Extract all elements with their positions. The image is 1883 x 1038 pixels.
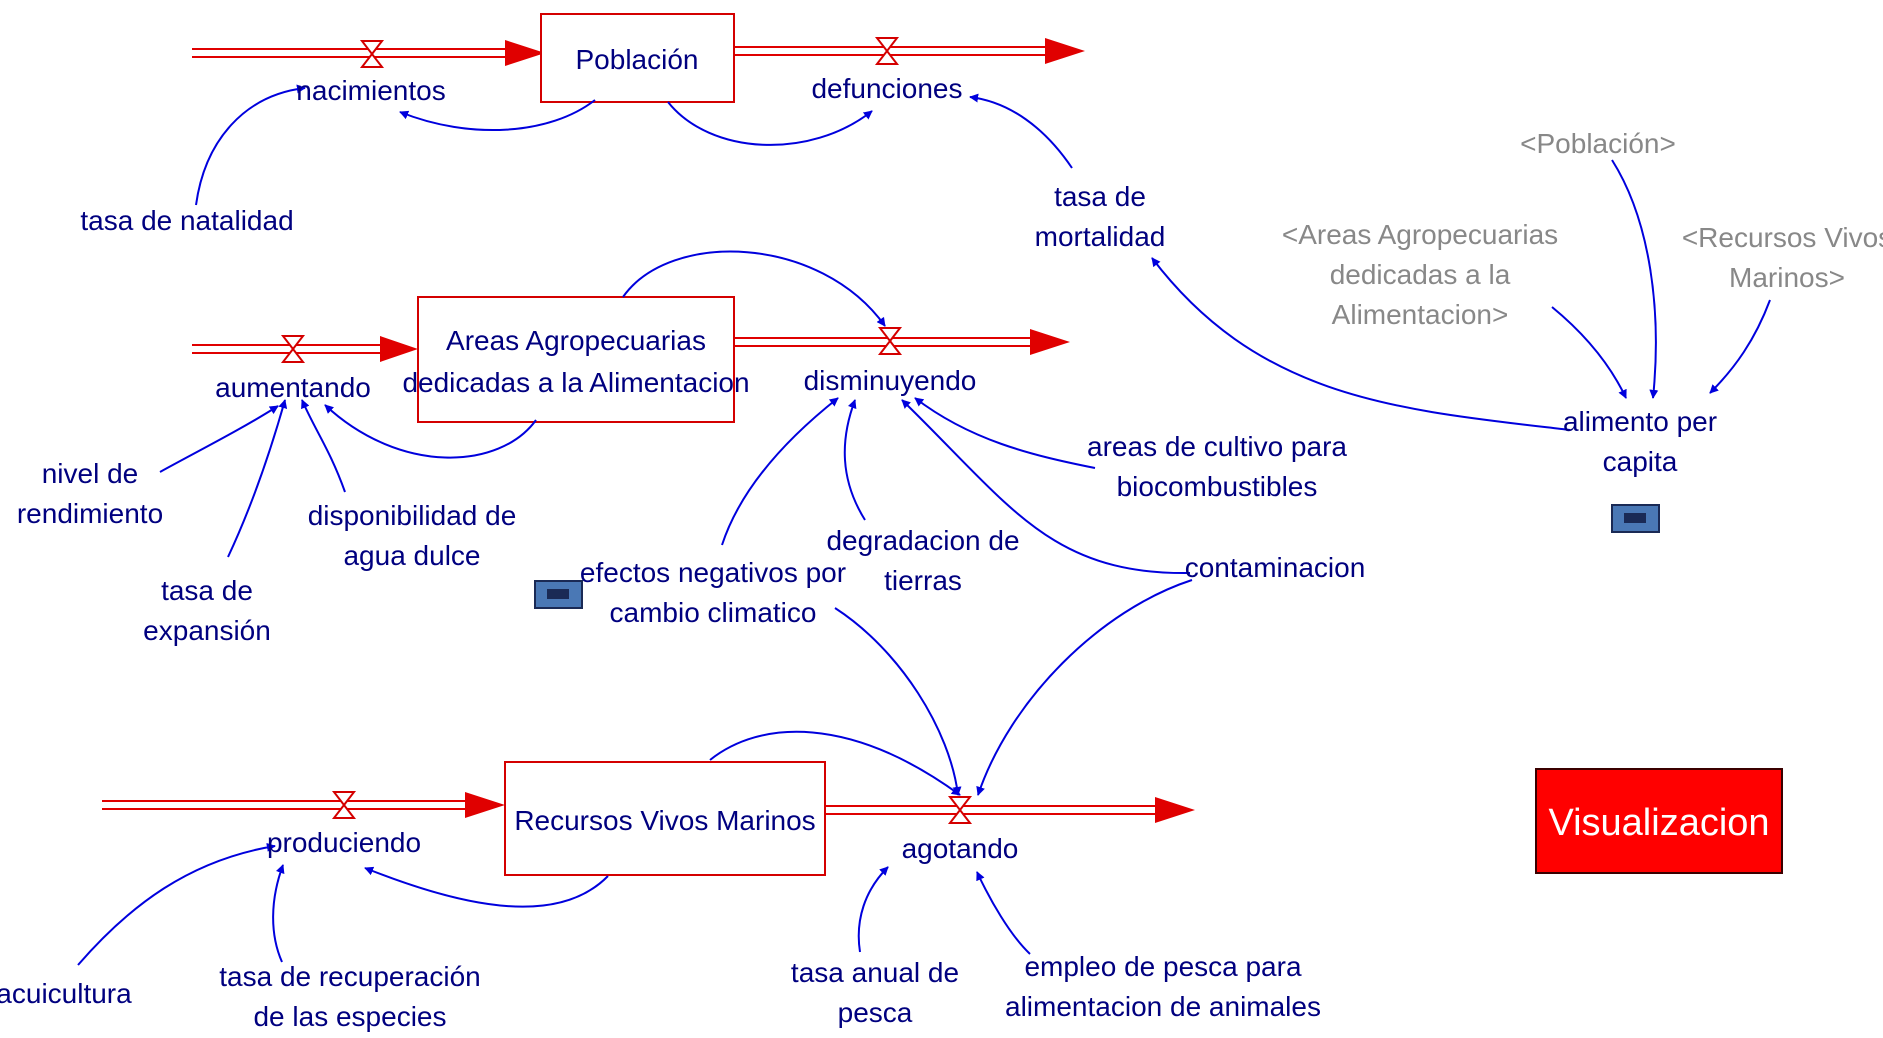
svg-text:empleo de pesca para: empleo de pesca para	[1024, 951, 1302, 982]
var-tasa-natalidad[interactable]: tasa de natalidad	[80, 205, 293, 236]
shadow-var-poblacion[interactable]: <Población>	[1520, 128, 1676, 159]
svg-text:rendimiento: rendimiento	[17, 498, 163, 529]
svg-text:tierras: tierras	[884, 565, 962, 596]
flow-label-nacimientos[interactable]: nacimientos	[296, 75, 445, 106]
svg-text:degradacion de: degradacion de	[826, 525, 1019, 556]
svg-text:tasa de recuperación: tasa de recuperación	[219, 961, 481, 992]
svg-text:mortalidad: mortalidad	[1035, 221, 1166, 252]
svg-text:tasa de: tasa de	[161, 575, 253, 606]
var-tasa-anual-pesca[interactable]: tasa anual de pesca	[791, 957, 959, 1028]
flow-pipe-agotando	[825, 797, 1195, 823]
flow-pipe-produciendo	[102, 792, 505, 818]
svg-text:biocombustibles: biocombustibles	[1117, 471, 1318, 502]
valve-aumentando	[280, 335, 306, 363]
valve-agotando	[947, 796, 973, 824]
flow-label-agotando[interactable]: agotando	[902, 833, 1019, 864]
visualizacion-button[interactable]: Visualizacion	[1535, 768, 1783, 874]
svg-text:Marinos>: Marinos>	[1729, 262, 1845, 293]
graph-button-icon[interactable]	[1611, 504, 1660, 533]
stock-recursos-vivos-marinos[interactable]: Recursos Vivos Marinos	[504, 761, 826, 876]
var-nivel-rendimiento[interactable]: nivel de rendimiento	[17, 458, 163, 529]
svg-text:<Areas Agropecuarias: <Areas Agropecuarias	[1282, 219, 1558, 250]
svg-text:alimento per: alimento per	[1563, 406, 1717, 437]
flow-pipe-disminuyendo	[735, 329, 1070, 355]
var-efectos-cambio-climatico[interactable]: efectos negativos por cambio climatico	[580, 557, 846, 628]
svg-text:dedicadas a la: dedicadas a la	[1330, 259, 1511, 290]
valve-produciendo	[331, 791, 357, 819]
svg-text:tasa de: tasa de	[1054, 181, 1146, 212]
svg-text:nivel de: nivel de	[42, 458, 139, 489]
svg-text:areas de cultivo para: areas de cultivo para	[1087, 431, 1347, 462]
var-tasa-expansion[interactable]: tasa de expansión	[143, 575, 271, 646]
valve-defunciones	[874, 37, 900, 65]
flow-pipe-defunciones	[735, 38, 1085, 64]
svg-text:efectos negativos por: efectos negativos por	[580, 557, 846, 588]
svg-text:agua dulce: agua dulce	[343, 540, 480, 571]
svg-text:capita: capita	[1603, 446, 1678, 477]
shadow-var-areas-agropecuarias[interactable]: <Areas Agropecuarias dedicadas a la Alim…	[1282, 219, 1558, 330]
var-acuicultura[interactable]: acuicultura	[0, 978, 132, 1009]
svg-text:Alimentacion>: Alimentacion>	[1332, 299, 1509, 330]
svg-text:expansión: expansión	[143, 615, 271, 646]
var-contaminacion[interactable]: contaminacion	[1185, 552, 1366, 583]
stock-poblacion[interactable]: Población	[540, 13, 735, 103]
flow-pipe-nacimientos	[192, 40, 545, 66]
svg-text:tasa anual de: tasa anual de	[791, 957, 959, 988]
flow-label-aumentando[interactable]: aumentando	[215, 372, 371, 403]
valve-disminuyendo	[877, 327, 903, 355]
flow-label-disminuyendo[interactable]: disminuyendo	[804, 365, 977, 396]
svg-text:de las especies: de las especies	[253, 1001, 446, 1032]
valve-nacimientos	[359, 40, 385, 68]
flow-pipe-aumentando	[192, 336, 418, 362]
var-alimento-per-capita[interactable]: alimento per capita	[1563, 406, 1717, 477]
svg-text:alimentacion de animales: alimentacion de animales	[1005, 991, 1321, 1022]
svg-text:<Recursos Vivos: <Recursos Vivos	[1682, 222, 1883, 253]
var-empleo-pesca-animales[interactable]: empleo de pesca para alimentacion de ani…	[1005, 951, 1321, 1022]
shadow-var-recursos-vivos-marinos[interactable]: <Recursos Vivos Marinos>	[1682, 222, 1883, 293]
stock-areas-label-line1: Areas Agropecuarias	[446, 325, 706, 356]
var-disponibilidad-agua-dulce[interactable]: disponibilidad de agua dulce	[308, 500, 517, 571]
stock-poblacion-label: Población	[576, 44, 699, 75]
flow-label-produciendo[interactable]: produciendo	[267, 827, 421, 858]
flow-label-defunciones[interactable]: defunciones	[811, 73, 962, 104]
var-tasa-mortalidad[interactable]: tasa de mortalidad	[1035, 181, 1166, 252]
visualizacion-button-label: Visualizacion	[1548, 802, 1769, 844]
var-areas-cultivo-biocombustibles[interactable]: areas de cultivo para biocombustibles	[1087, 431, 1347, 502]
stock-areas-agropecuarias[interactable]: Areas Agropecuarias dedicadas a la Alime…	[402, 296, 750, 423]
stock-recursos-label: Recursos Vivos Marinos	[514, 805, 815, 836]
svg-text:disponibilidad de: disponibilidad de	[308, 500, 517, 531]
svg-text:cambio climatico: cambio climatico	[610, 597, 817, 628]
graph-button-icon[interactable]	[534, 580, 583, 609]
stock-areas-label-line2: dedicadas a la Alimentacion	[402, 367, 749, 398]
svg-text:pesca: pesca	[838, 997, 913, 1028]
var-degradacion-tierras[interactable]: degradacion de tierras	[826, 525, 1019, 596]
causal-links	[77, 84, 1771, 966]
var-tasa-recuperacion-especies[interactable]: tasa de recuperación de las especies	[219, 961, 481, 1032]
